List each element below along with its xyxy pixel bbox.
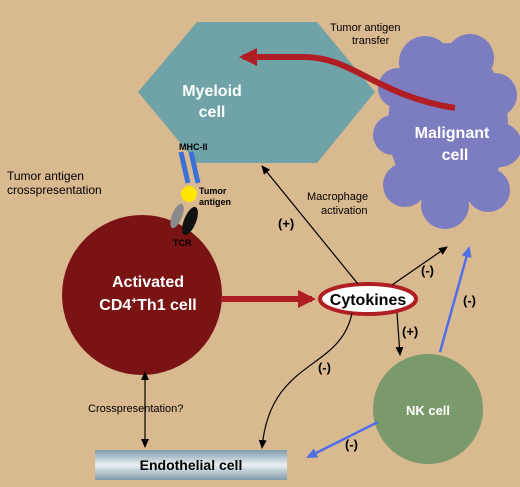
cytokines-label: Cytokines (330, 292, 407, 309)
tcr-left (170, 203, 184, 229)
myeloid-cell-shape (138, 22, 375, 163)
sign-plus-nk: (+) (402, 324, 418, 339)
tcr-label: TCR (173, 238, 192, 248)
crosspresentation-label-1: Tumor antigen (7, 169, 84, 183)
endothelial-cell-bar (95, 450, 287, 480)
macrophage-activation-label-2: activation (321, 205, 367, 217)
sign-minus-malignant: (-) (421, 263, 434, 278)
cytokines-to-endothelial-arrow (258, 312, 353, 449)
antigen-transfer-label-1: Tumor antigen (330, 22, 401, 34)
th1-cell-label-1: Activated (112, 274, 184, 291)
th1-cell-shape (62, 215, 222, 375)
tcr-right (182, 206, 198, 236)
malignant-cell-label-2: cell (442, 147, 469, 164)
tumor-antigen-label-1: Tumor (199, 186, 227, 196)
sign-minus-nk-malignant: (-) (463, 293, 476, 308)
tumor-antigen-label-2: antigen (199, 197, 231, 207)
cytokines-to-nk-arrow (395, 312, 404, 356)
cytokines-to-myeloid-arrow (261, 165, 359, 285)
nk-to-endothelial-arrow (306, 420, 379, 459)
tumor-antigen-dot (181, 186, 197, 202)
macrophage-activation-label-1: Macrophage (307, 191, 368, 203)
crosspresentation-label-2: crosspresentation (7, 183, 102, 197)
endothelial-cell-label: Endothelial cell (140, 457, 243, 473)
nk-cell-label: NK cell (406, 403, 450, 418)
mhc-bar-left (178, 151, 191, 184)
mhc-bar-right (188, 151, 201, 184)
malignant-cell-label-1: Malignant (415, 125, 490, 142)
cytokines-to-malignant-arrow (391, 246, 448, 286)
nk-cell-shape (373, 354, 483, 464)
sign-minus-endothelial: (-) (318, 360, 331, 375)
sign-minus-nk-endothelial: (-) (345, 437, 358, 452)
th1-cell-label-2: CD4+Th1 cell (99, 296, 196, 314)
nk-to-malignant-arrow (438, 246, 472, 353)
myeloid-cell-label-2: cell (199, 104, 226, 121)
mhc-label: MHC-II (179, 142, 208, 152)
sign-plus-macrophage: (+) (278, 216, 294, 231)
myeloid-cell-label-1: Myeloid (182, 83, 242, 100)
antigen-transfer-arrow (239, 48, 456, 111)
crosspresentation-question-label: Crosspresentation? (88, 403, 183, 415)
antigen-transfer-label-2: transfer (352, 35, 390, 47)
malignant-cell-shape (373, 34, 520, 229)
cytokines-oval (318, 282, 418, 316)
